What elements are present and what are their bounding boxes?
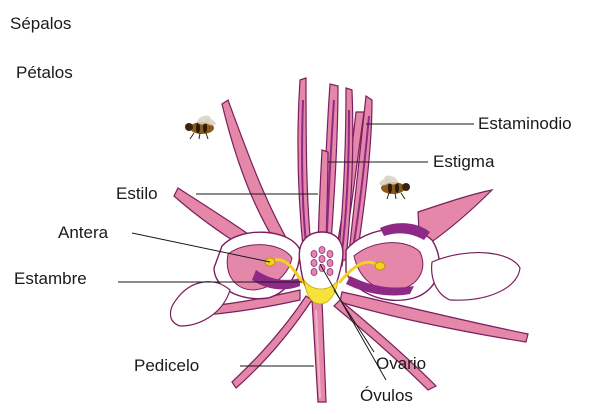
pedicel-label: Pedicelo bbox=[134, 356, 199, 376]
style-label: Estilo bbox=[116, 184, 158, 204]
ovary-label: Ovario bbox=[376, 354, 426, 374]
stigma-label: Estigma bbox=[433, 152, 494, 172]
petals bbox=[298, 78, 372, 262]
anther-label: Antera bbox=[58, 223, 108, 243]
staminode-label: Estaminodio bbox=[478, 114, 572, 134]
ovules-label: Óvulos bbox=[360, 386, 413, 406]
bee-left-icon bbox=[185, 114, 217, 139]
stamen-label: Estambre bbox=[14, 269, 87, 289]
sepals-label: Sépalos bbox=[10, 14, 71, 34]
petals-label: Pétalos bbox=[16, 63, 73, 83]
bee-right-icon bbox=[378, 174, 410, 199]
ovules bbox=[311, 247, 333, 276]
